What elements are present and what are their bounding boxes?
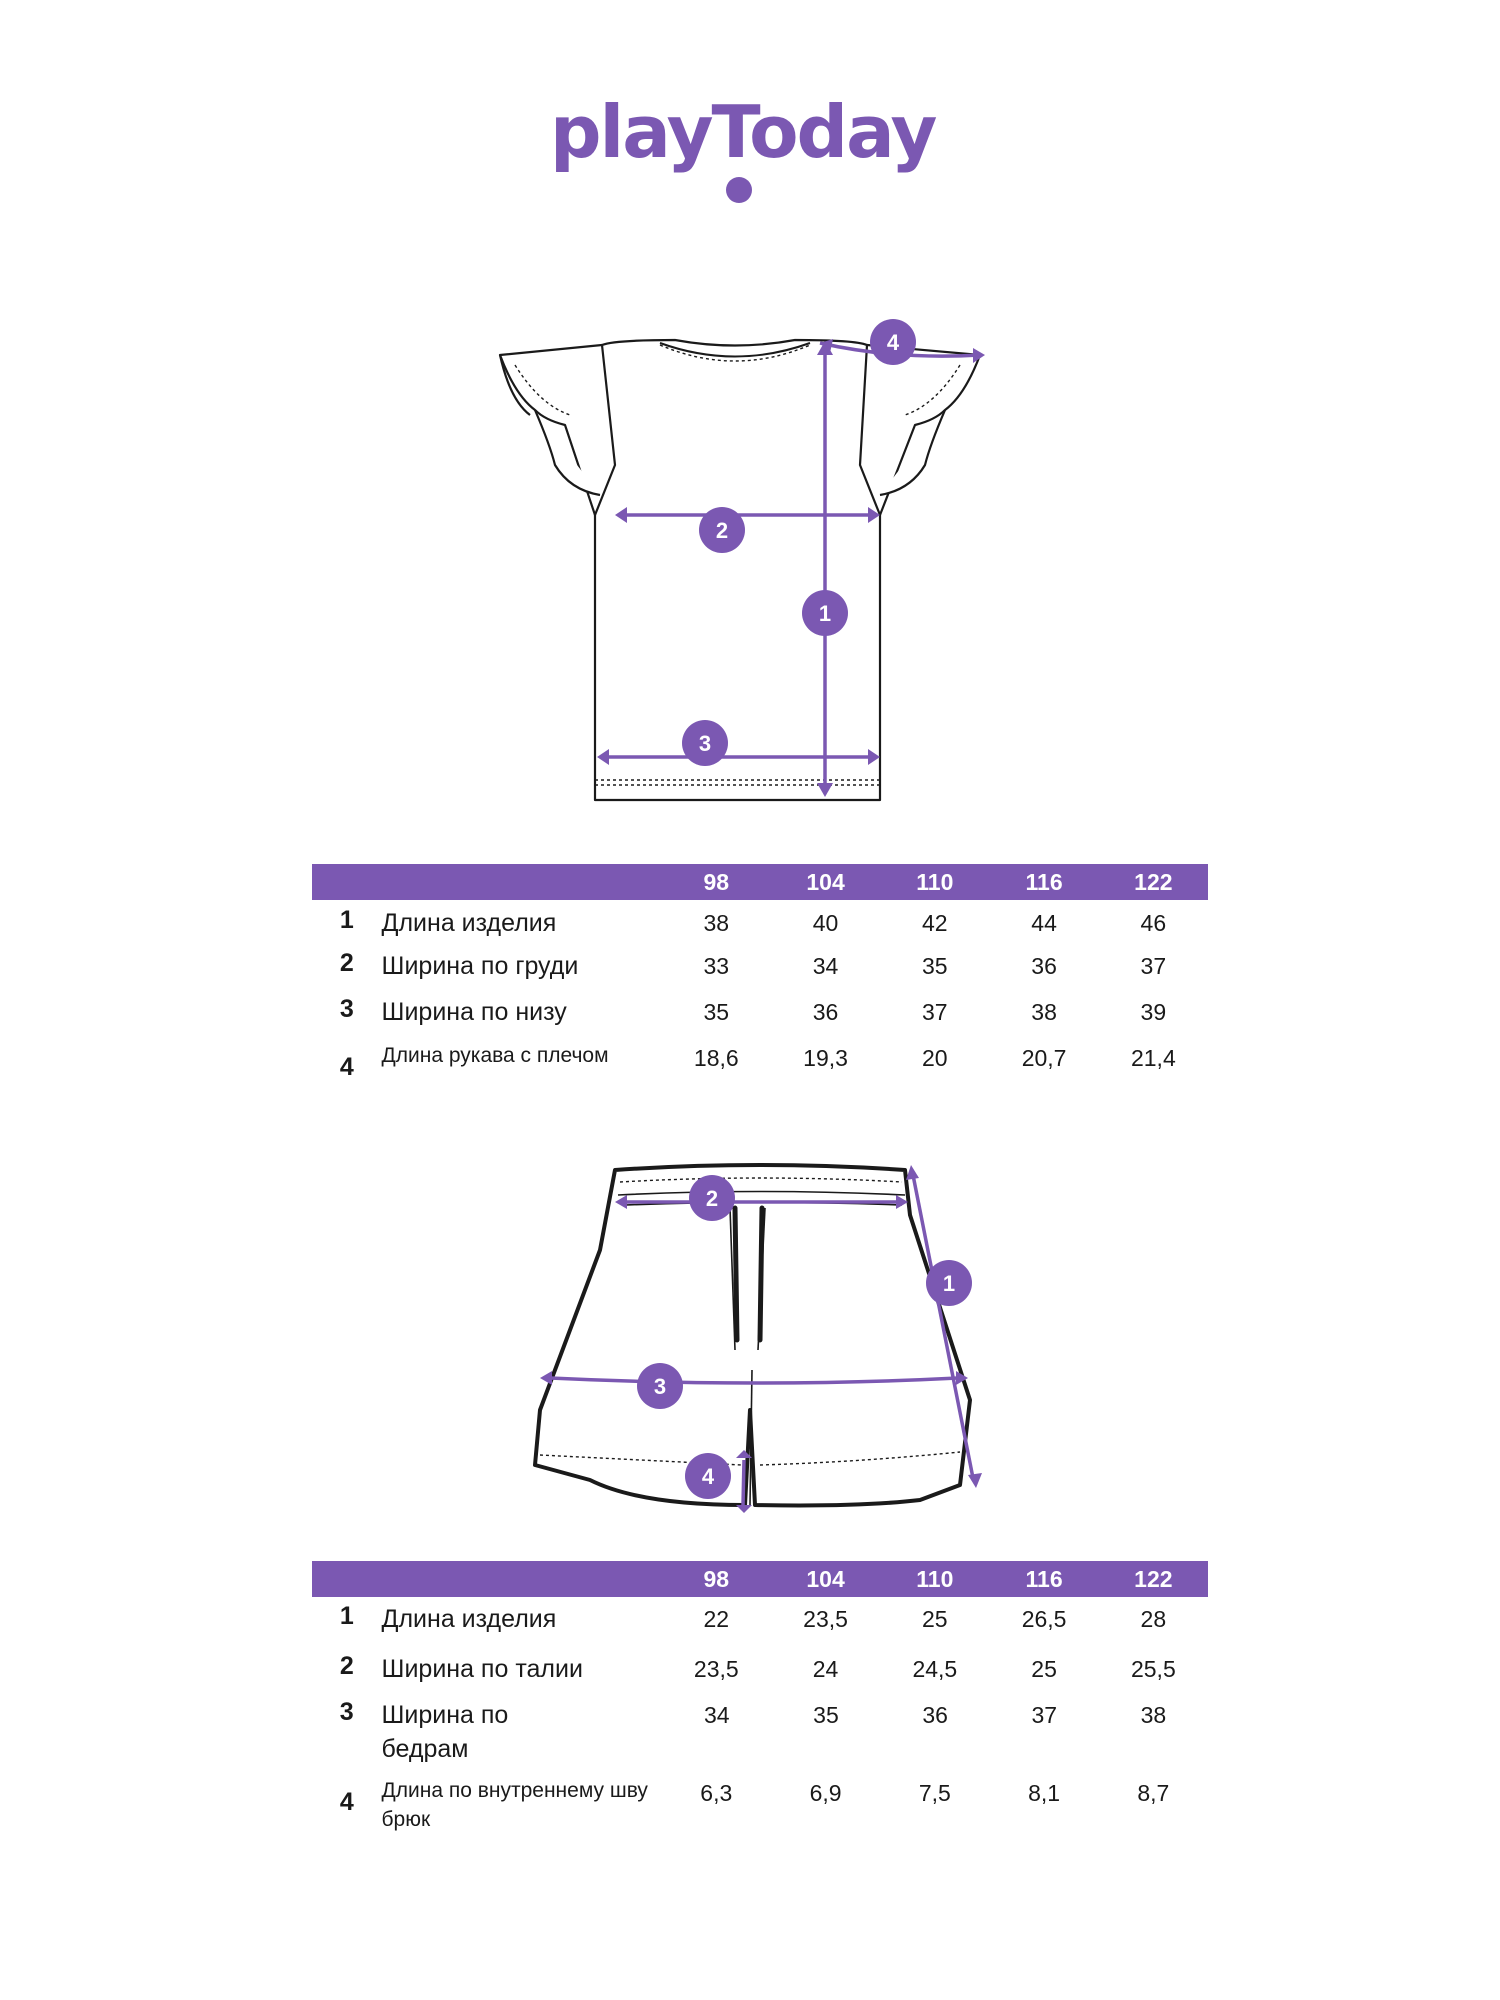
row-value: 36 [812, 999, 839, 1025]
size-116: 116 [1025, 868, 1063, 895]
row-value: 8,7 [1137, 1780, 1170, 1806]
ruffle-sleeve-tshirt-icon: 1 2 3 4 [498, 319, 985, 802]
table-row: 1 Длина изделия 38 40 42 44 46 [312, 906, 1208, 940]
size-104: 104 [806, 1565, 845, 1592]
row-value: 33 [703, 953, 730, 979]
table-row: 3 Ширина по бедрам 34 35 36 37 38 [312, 1698, 1208, 1766]
table-row: 4 Длина по внутреннему шву брюк 6,3 6,9 … [312, 1776, 1208, 1834]
brand-logo: playToday [550, 95, 938, 203]
shirt-marker-1: 1 [802, 590, 848, 636]
row-value: 44 [1031, 910, 1057, 936]
row-value: 7,5 [918, 1780, 951, 1806]
row-value: 25,5 [1130, 1656, 1176, 1682]
row-label: Ширина по низу [381, 998, 567, 1026]
table-row: 3 Ширина по низу 35 36 37 38 39 [312, 995, 1208, 1029]
row-number: 4 [339, 1788, 354, 1816]
row-value: 21,4 [1130, 1045, 1176, 1071]
logo-dot [726, 177, 752, 203]
row-number: 3 [339, 995, 354, 1023]
svg-text:2: 2 [706, 1186, 718, 1211]
row-value: 37 [1031, 1702, 1058, 1728]
table-row: 2 Ширина по талии 23,5 24 24,5 25 25,5 [312, 1652, 1208, 1686]
row-number: 1 [339, 1602, 354, 1630]
row-value: 20 [922, 1045, 948, 1071]
size-104: 104 [806, 868, 845, 895]
row-value: 6,9 [809, 1780, 842, 1806]
row-label: Длина рукава с плечом [381, 1044, 609, 1067]
row-label: Ширина по бедрам [381, 1701, 509, 1763]
row-value: 38 [1031, 999, 1057, 1025]
row-value: 26,5 [1021, 1606, 1067, 1632]
row-value: 37 [1140, 953, 1167, 979]
shorts-size-header: 98 104 110 116 122 [312, 1561, 1208, 1597]
row-value: 8,1 [1028, 1780, 1061, 1806]
shorts-size-table: 98 104 110 116 122 1 Длина изделия 22 23… [312, 1561, 1208, 1834]
row-value: 6,3 [700, 1780, 733, 1806]
row-value: 18,6 [693, 1045, 739, 1071]
row-value: 25 [922, 1606, 948, 1632]
row-value: 34 [704, 1702, 730, 1728]
svg-text:1: 1 [819, 601, 831, 626]
row-value: 35 [813, 1702, 839, 1728]
svg-text:3: 3 [654, 1374, 666, 1399]
row-value: 25 [1031, 1656, 1057, 1682]
size-122: 122 [1134, 1565, 1173, 1592]
shorts-marker-2: 2 [689, 1175, 735, 1221]
row-value: 23,5 [803, 1606, 848, 1632]
row-value: 23,5 [693, 1656, 739, 1682]
row-value: 42 [922, 910, 948, 936]
row-value: 38 [1140, 1702, 1167, 1728]
shirt-marker-2: 2 [699, 507, 745, 553]
table-row: 1 Длина изделия 22 23,5 25 26,5 28 [312, 1602, 1208, 1636]
svg-text:3: 3 [699, 731, 711, 756]
shorts-marker-4: 4 [685, 1453, 731, 1499]
row-value: 36 [922, 1702, 948, 1728]
row-label: Ширина по талии [381, 1655, 583, 1683]
row-value: 24 [812, 1656, 839, 1682]
row-value: 46 [1140, 910, 1167, 936]
row-value: 28 [1140, 1606, 1167, 1632]
svg-text:1: 1 [943, 1271, 955, 1296]
table-row: 2 Ширина по груди 33 34 35 36 37 [312, 949, 1208, 983]
size-98: 98 [703, 1565, 730, 1592]
row-number: 3 [339, 1698, 354, 1726]
shirt-marker-4: 4 [870, 319, 916, 365]
svg-text:4: 4 [702, 1464, 715, 1489]
shorts-marker-3: 3 [637, 1363, 683, 1409]
row-value: 39 [1140, 999, 1167, 1025]
shirt-size-header: 98 104 110 116 122 [312, 864, 1208, 900]
table-row: 4 Длина рукава с плечом 18,6 19,3 20 20,… [312, 1041, 1208, 1082]
row-value: 19,3 [803, 1045, 848, 1071]
shorts-marker-1: 1 [926, 1260, 972, 1306]
row-label: Длина изделия [381, 1605, 557, 1633]
row-value: 35 [922, 953, 948, 979]
row-value: 40 [812, 910, 839, 936]
row-label: Ширина по груди [381, 952, 579, 980]
row-value: 37 [922, 999, 948, 1025]
row-label: Длина изделия [381, 909, 557, 937]
row-value: 24,5 [912, 1656, 958, 1682]
size-110: 110 [916, 1565, 954, 1592]
row-value: 36 [1031, 953, 1057, 979]
size-98: 98 [703, 868, 730, 895]
svg-text:4: 4 [887, 330, 900, 355]
row-number: 2 [339, 949, 354, 977]
row-value: 34 [812, 953, 839, 979]
shirt-size-table: 98 104 110 116 122 1 Длина изделия 38 40… [312, 864, 1208, 1082]
row-value: 22 [703, 1606, 730, 1632]
row-value: 38 [703, 910, 730, 936]
size-122: 122 [1134, 868, 1173, 895]
shirt-marker-3: 3 [682, 720, 728, 766]
row-number: 2 [339, 1652, 354, 1680]
drawstring-shorts-icon: 1 2 3 4 [533, 1163, 982, 1513]
size-110: 110 [916, 868, 954, 895]
size-116: 116 [1025, 1565, 1063, 1592]
row-label: Длина по внутреннему шву брюк [381, 1779, 648, 1831]
row-value: 20,7 [1021, 1045, 1067, 1071]
brand-logo-text: playToday [550, 95, 936, 174]
row-value: 35 [703, 999, 730, 1025]
svg-text:2: 2 [716, 518, 728, 543]
row-number: 4 [339, 1053, 354, 1081]
row-number: 1 [339, 906, 354, 934]
